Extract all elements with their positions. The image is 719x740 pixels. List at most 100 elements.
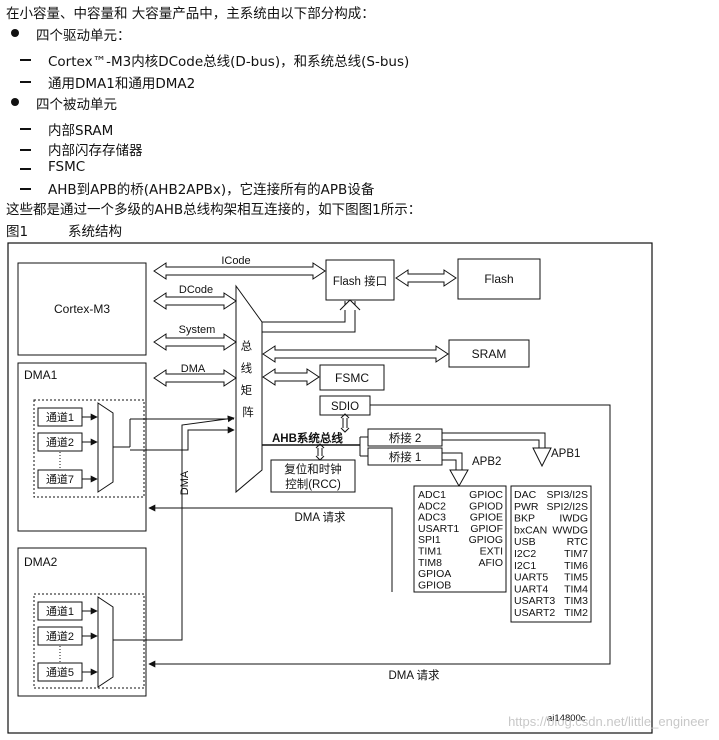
figure-label: 图1 [6, 224, 29, 240]
apb1-peripheral: WWDG [552, 524, 588, 536]
fsmc-box [319, 364, 385, 391]
apb2-peripheral: EXTI [480, 546, 503, 558]
apb2-peripheral: AFIO [478, 557, 503, 569]
intro-text: 在小容量、中容量和 大容量产品中，主系统由以下部分构成： [6, 6, 375, 22]
apb1-peripheral: SPI3/I2S [547, 489, 588, 501]
apb1-peripheral: DAC [514, 489, 537, 501]
dma-vertical-label: DMA [179, 470, 191, 495]
flash-box [457, 258, 541, 300]
apb2-label: APB2 [472, 456, 501, 468]
apb1-peripheral: TIM7 [564, 548, 588, 560]
flash-interface-label: Flash 接口 [333, 275, 387, 288]
apb2-peripheral: ADC3 [418, 512, 446, 524]
rcc-label-2: 控制(RCC) [285, 477, 341, 491]
sdio-label: SDIO [331, 401, 359, 413]
apb2-peripheral: SPI1 [418, 534, 441, 546]
apb2-peripheral: GPIOD [469, 500, 503, 512]
dma-request-label-2: DMA 请求 [388, 669, 440, 682]
dma2-channel-label: 通道5 [46, 665, 74, 679]
apb2-peripheral: GPIOG [469, 534, 503, 546]
fsmc-label: FSMC [335, 371, 369, 385]
apb1-peripheral: UART5 [514, 572, 548, 584]
flash-label: Flash [484, 272, 513, 286]
rcc-label-1: 复位和时钟 [284, 462, 342, 476]
dash [20, 149, 31, 151]
bullet1-text: 四个驱动单元： [36, 28, 131, 44]
apb1-right-list: SPI3/I2SSPI2/I2SIWDGWWDGRTCTIM7TIM6TIM5T… [547, 489, 589, 619]
apb2-peripheral: GPIOB [418, 579, 451, 591]
apb1-peripheral: bxCAN [514, 524, 547, 536]
bridge1-label: 桥接 1 [389, 451, 422, 464]
apb2-peripheral: GPIOC [469, 489, 503, 501]
dash [20, 128, 31, 130]
apb2-peripheral: GPIOA [418, 568, 451, 580]
cortex-m3-box [17, 262, 147, 356]
outro-text: 这些都是通过一个多级的AHB总线构架相互连接的，如下图图1所示： [6, 202, 422, 218]
apb1-peripheral: I2C1 [514, 560, 536, 572]
system-label: System [179, 324, 216, 336]
watermark: https://blog.csdn.net/little_engineer [508, 714, 709, 729]
apb1-peripheral: USART2 [514, 607, 555, 619]
bullet-dot [11, 29, 19, 37]
dma2-channel-label: 通道1 [46, 604, 74, 618]
apb1-peripheral: SPI2/I2S [547, 501, 588, 513]
dma2-dashed-frame [33, 593, 145, 689]
apb2-peripheral: USART1 [418, 523, 459, 535]
apb2-peripheral: ADC2 [418, 500, 446, 512]
icode-label: ICode [221, 255, 250, 267]
apb1-peripheral: TIM3 [564, 595, 588, 607]
bridge2-label: 桥接 2 [389, 432, 422, 445]
dma1-channel-label: 通道1 [46, 410, 74, 424]
apb2-peripheral: TIM8 [418, 557, 442, 569]
bullet2-text: 四个被动单元 [36, 97, 117, 113]
bus-matrix-char: 矩 [241, 384, 253, 397]
apb1-peripheral: I2C2 [514, 548, 536, 560]
dma2-label: DMA2 [24, 555, 58, 569]
bullet2-item1: 内部SRAM [48, 123, 114, 139]
flash-interface-box [325, 259, 395, 301]
figure-code: ai14800c [547, 713, 586, 724]
bus-matrix-char: 阵 [242, 405, 254, 419]
sram-box [448, 339, 530, 368]
apb1-peripheral: PWR [514, 501, 539, 513]
dcode-label: DCode [179, 284, 213, 296]
apb1-peripheral: TIM4 [564, 583, 588, 595]
bus-matrix-label: 总 线 矩 阵 [241, 339, 256, 419]
dash [20, 188, 31, 190]
bus-matrix-char: 总 [241, 339, 253, 353]
sram-label: SRAM [472, 347, 507, 361]
diagram-frame [7, 242, 653, 734]
apb2-peripheral: TIM1 [418, 546, 442, 558]
dma2-channel-label: 通道2 [46, 629, 74, 643]
apb1-peripheral: TIM5 [564, 572, 588, 584]
bullet1-item2: 通用DMA1和通用DMA2 [48, 76, 196, 92]
apb2-peripheral: GPIOE [470, 512, 503, 524]
figure-title: 系统结构 [68, 224, 122, 240]
dma1-channel-label: 通道2 [46, 435, 74, 449]
dma-bus-label: DMA [181, 363, 206, 375]
apb1-peripheral: USB [514, 536, 536, 548]
dash [20, 59, 31, 61]
dma1-channel-label: 通道7 [46, 472, 74, 486]
cortex-m3-label: Cortex-M3 [54, 302, 110, 316]
apb1-peripheral: BKP [514, 513, 535, 525]
apb1-label: APB1 [551, 448, 580, 460]
apb1-peripherals-box [510, 485, 592, 623]
apb1-peripheral: TIM2 [564, 607, 588, 619]
bullet1-item1: Cortex™-M3内核DCode总线(D-bus)，和系统总线(S-bus) [48, 54, 410, 70]
apb1-peripheral: UART4 [514, 583, 548, 595]
bullet-dot [11, 98, 19, 106]
rcc-box [270, 459, 356, 493]
apb1-peripheral: TIM6 [564, 560, 588, 572]
apb1-left-list: DACPWRBKPbxCANUSBI2C2I2C1UART5UART4USART… [514, 489, 555, 619]
dma2-mux [97, 596, 114, 688]
apb2-peripheral: GPIOF [470, 523, 503, 535]
dma1-mux [97, 402, 114, 493]
apb1-peripheral: USART3 [514, 595, 555, 607]
dash [20, 168, 31, 170]
apb2-peripheral: ADC1 [418, 489, 446, 501]
bullet2-item4: AHB到APB的桥(AHB2APBx)，它连接所有的APB设备 [48, 182, 375, 198]
